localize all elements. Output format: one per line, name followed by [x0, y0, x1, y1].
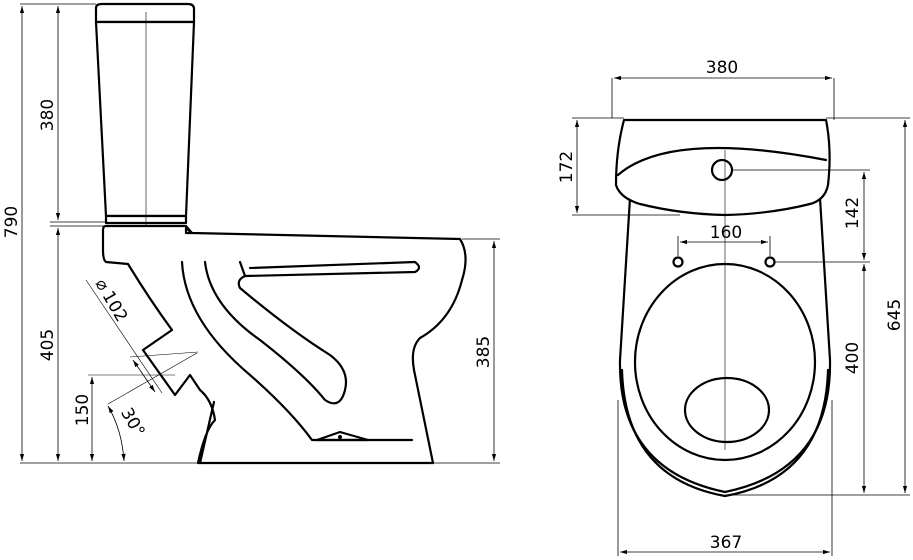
tank-lid [94, 2, 196, 24]
dim-outlet-angle: 30° [116, 404, 148, 440]
dim-tank-depth: 172 [557, 151, 577, 183]
dim-bowl-width: 367 [710, 533, 742, 553]
dim-outlet-diameter: 102 [98, 288, 132, 326]
dim-total-height: 790 [2, 206, 22, 238]
tank-body [94, 20, 196, 218]
dim-total-depth: 645 [885, 299, 905, 331]
dim-rim-height: 385 [474, 336, 494, 368]
bowl-outline [101, 224, 467, 465]
dim-tank-width: 380 [706, 58, 738, 78]
bolt-hole-right [764, 256, 776, 268]
dim-tank-height: 380 [38, 99, 58, 131]
dim-seat-depth: 400 [843, 342, 863, 374]
dim-hole-offset: 142 [843, 197, 863, 229]
drain-hole [683, 376, 771, 444]
rim-channel [243, 260, 421, 278]
dim-bowl-height: 405 [38, 329, 58, 361]
trap-channel [180, 260, 414, 442]
top-view: 380 172 142 160 400 645 367 [557, 58, 910, 556]
side-view: 380 790 405 150 30° ⌀ 102 385 [2, 2, 500, 465]
tank-top [614, 118, 831, 217]
dim-bolt-spacing: 160 [710, 223, 742, 243]
bolt-hole-left [672, 256, 684, 268]
dim-outlet-height: 150 [73, 394, 93, 426]
